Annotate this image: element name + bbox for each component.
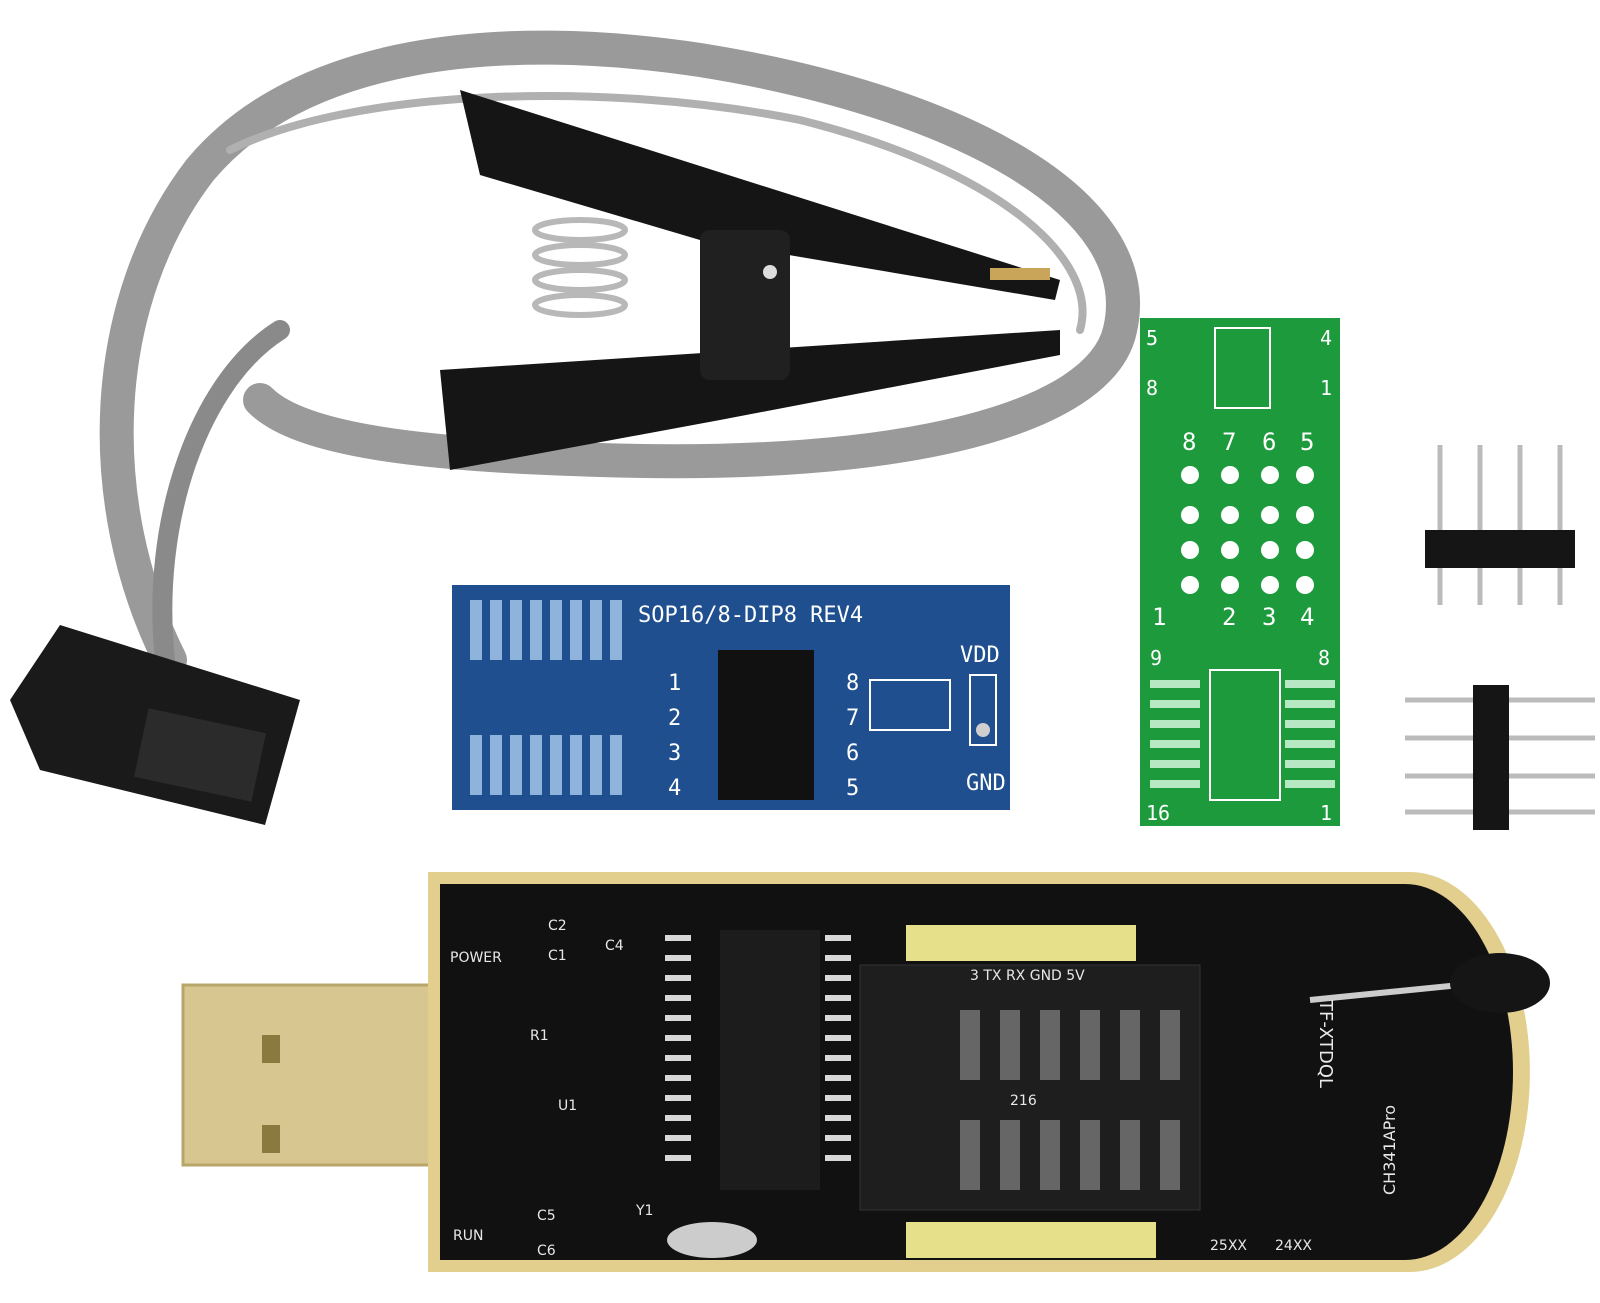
pin-label: 7 <box>846 706 859 731</box>
pcb-label: 9 <box>1150 646 1162 670</box>
ribbon-cable <box>99 30 1140 677</box>
silk-25xx: 25XX <box>1210 1238 1247 1254</box>
pcb-label: 3 <box>1262 603 1276 631</box>
silk-y1: Y1 <box>635 1203 653 1219</box>
sop16-adapter-board: 5 4 8 1 8 7 6 5 1 2 3 4 9 8 16 1 <box>1140 318 1340 826</box>
silk-c6: C6 <box>537 1243 556 1259</box>
silk-header-labels: 3 TX RX GND 5V <box>970 968 1085 984</box>
pcb-label: 1 <box>1320 376 1332 400</box>
silk-power: POWER <box>450 950 502 966</box>
pcb-label: 5 <box>1300 428 1314 456</box>
pcb-label: 4 <box>1320 326 1332 350</box>
pcb-label: 8 <box>1146 376 1158 400</box>
zif-lever <box>1309 982 1461 1003</box>
crystal <box>667 1222 757 1258</box>
silk-24xx: 24XX <box>1275 1238 1312 1254</box>
pin-label: 6 <box>846 741 859 766</box>
pcb-label: 8 <box>1318 646 1330 670</box>
ch341a-programmer-board: POWER RUN C2 C1 C4 R1 U1 Y1 C5 C6 3 TX R… <box>181 872 1550 1272</box>
pin-header-vertical <box>1425 445 1575 605</box>
silk-run: RUN <box>453 1228 483 1244</box>
pcb-label: 1 <box>1320 801 1332 825</box>
zif-socket <box>859 964 1201 1211</box>
silk-c1: C1 <box>548 948 567 964</box>
silk-c5: C5 <box>537 1208 556 1224</box>
pin-header-top <box>906 925 1136 961</box>
pin-label: 1 <box>668 671 681 696</box>
pcb-label: 16 <box>1146 801 1170 825</box>
gnd-label: GND <box>966 771 1006 796</box>
pcb-label: 2 <box>1222 603 1236 631</box>
pcb-label: 5 <box>1146 326 1158 350</box>
pcb-label: 6 <box>1262 428 1276 456</box>
pin-label: 8 <box>846 671 859 696</box>
pin-label: 4 <box>668 776 681 801</box>
pin-label: 2 <box>668 706 681 731</box>
pin-label: 3 <box>668 741 681 766</box>
silk-c2: C2 <box>548 918 567 934</box>
pcb-label: 8 <box>1182 428 1196 456</box>
silk-c4: C4 <box>605 938 624 954</box>
spring <box>532 217 628 318</box>
vdd-label: VDD <box>960 643 1000 668</box>
usb-plug <box>181 983 475 1167</box>
pin-header-horizontal <box>1405 685 1595 830</box>
adapter-title: SOP16/8-DIP8 REV4 <box>638 603 863 628</box>
socket-label: TF-XTDQL <box>1315 999 1336 1088</box>
idc-connector <box>10 625 300 825</box>
silk-u1: U1 <box>558 1098 577 1114</box>
sop-dip-adapter-board: SOP16/8-DIP8 REV4 1 2 3 4 8 7 6 5 VDD GN… <box>452 585 1010 810</box>
pcb-label: 1 <box>1152 603 1166 631</box>
lever-knob <box>1450 953 1550 1013</box>
soic-test-clip <box>440 90 1060 470</box>
socket-code: 216 <box>1010 1093 1037 1109</box>
pin-header-bottom <box>906 1222 1156 1258</box>
pcb-label: 7 <box>1222 428 1236 456</box>
silk-model: CH341APro <box>1380 1105 1399 1195</box>
pin-label: 5 <box>846 776 859 801</box>
pcb-label: 4 <box>1300 603 1314 631</box>
silk-r1: R1 <box>530 1028 549 1044</box>
